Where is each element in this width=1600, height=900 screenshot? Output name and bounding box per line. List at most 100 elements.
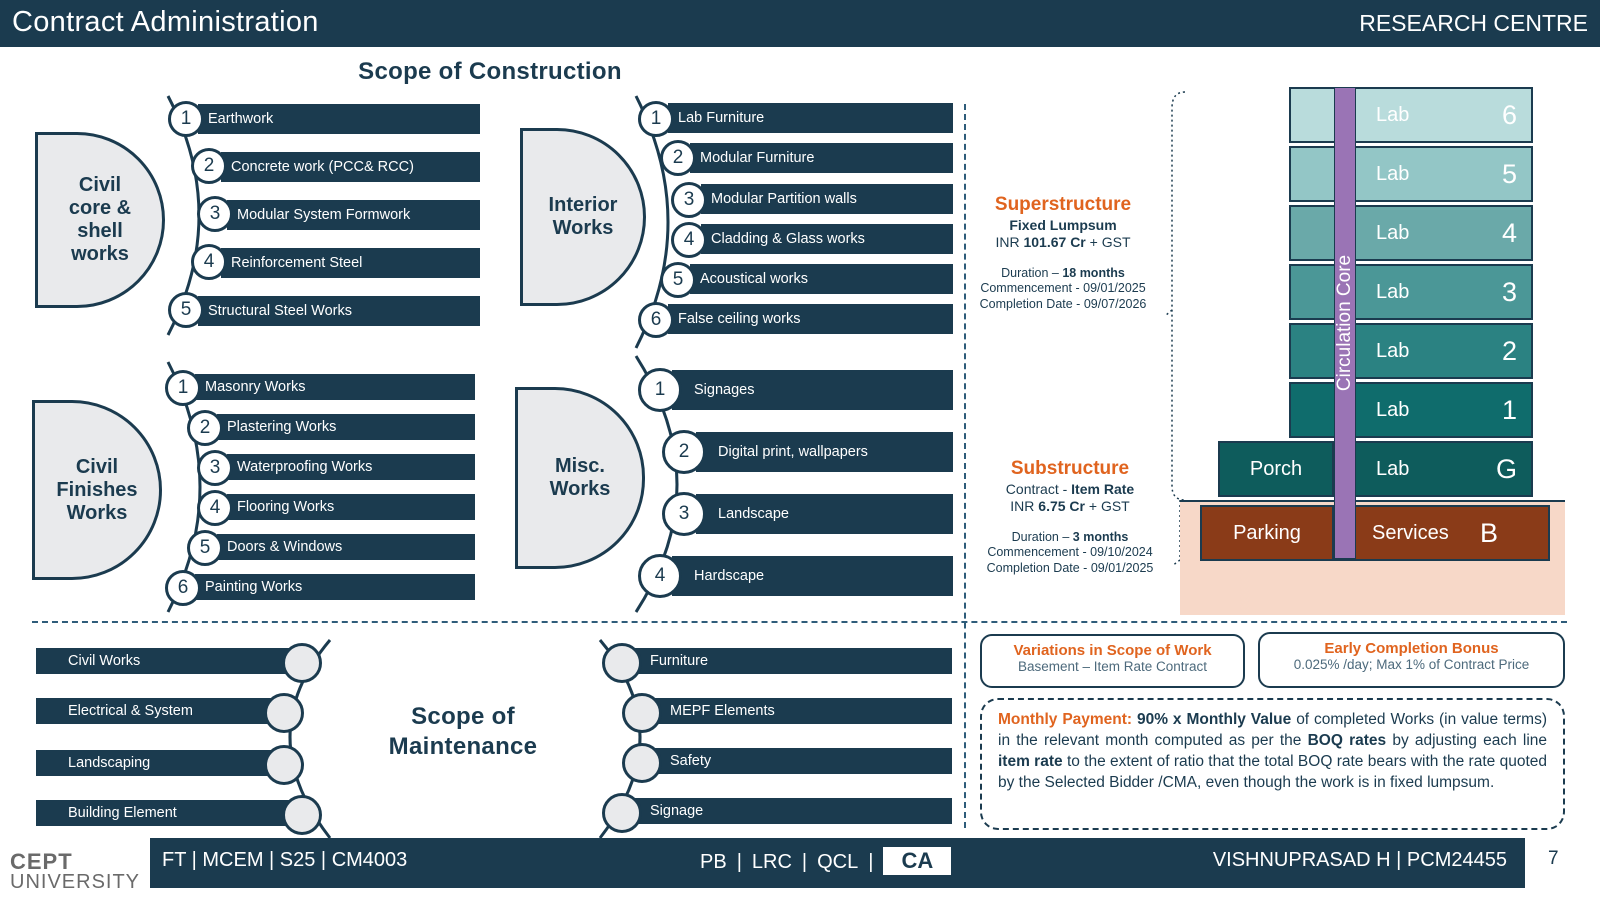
floor-label: Lab bbox=[1376, 280, 1410, 303]
divider bbox=[964, 104, 966, 828]
item-number: 1 bbox=[165, 370, 201, 406]
maintenance-item: Safety bbox=[640, 748, 952, 774]
variations-box: Variations in Scope of Work Basement – I… bbox=[980, 634, 1245, 688]
nav-ca-active[interactable]: CA bbox=[883, 847, 952, 875]
payment-text: to the extent of ratio that the total BO… bbox=[998, 752, 1547, 791]
header-right-label: RESEARCH CENTRE bbox=[1359, 10, 1588, 36]
floor-label: Lab bbox=[1376, 103, 1410, 126]
item-number: 2 bbox=[187, 410, 223, 446]
variations-text: Item Rate Contract bbox=[1093, 659, 1208, 674]
variations-head: Variations in Scope of Work bbox=[1013, 642, 1212, 659]
maintenance-marker bbox=[602, 643, 642, 683]
list-item: Doors & Windows bbox=[217, 534, 475, 560]
item-number: 5 bbox=[660, 262, 696, 298]
cept-logo: CEPT UNIVERSITY bbox=[10, 849, 141, 893]
maintenance-item: Civil Works bbox=[36, 648, 306, 674]
item-number: 3 bbox=[197, 450, 233, 486]
payment-bold: item rate bbox=[998, 752, 1063, 770]
circulation-core-label-wrap: Circulation Core bbox=[1334, 87, 1356, 559]
substructure-type: Item Rate bbox=[1071, 480, 1135, 497]
item-number: 5 bbox=[187, 530, 223, 566]
floor-level: G bbox=[1495, 453, 1517, 484]
nav-pb[interactable]: PB bbox=[700, 850, 727, 873]
floor-1: Lab 1 bbox=[1289, 382, 1533, 438]
payment-text: by adjusting each line bbox=[1386, 731, 1547, 749]
floor-level: B bbox=[1479, 517, 1498, 548]
list-item: Concrete work (PCC& RCC) bbox=[221, 152, 480, 182]
price-suffix: + GST bbox=[1084, 498, 1130, 515]
floor-label: Lab bbox=[1376, 339, 1410, 362]
floor-level: 4 bbox=[1501, 217, 1517, 248]
floor-level: 1 bbox=[1501, 394, 1517, 425]
payment-head: Monthly Payment: bbox=[998, 711, 1137, 728]
payment-text: of completed Works (in value terms) in t… bbox=[998, 711, 1547, 749]
list-item: Acoustical works bbox=[690, 264, 953, 294]
floor-label: Lab bbox=[1376, 457, 1410, 480]
floor-label: Lab bbox=[1376, 162, 1410, 185]
footer-nav: PB | LRC | QCL | CA bbox=[700, 847, 952, 875]
item-number: 3 bbox=[662, 492, 706, 536]
logo-bottom: UNIVERSITY bbox=[10, 870, 141, 893]
nav-sep: | bbox=[736, 850, 742, 873]
item-number: 4 bbox=[671, 222, 707, 258]
circulation-core bbox=[1334, 87, 1356, 559]
footer-author: VISHNUPRASAD H | PCM24455 bbox=[1212, 849, 1507, 871]
item-number: 3 bbox=[671, 182, 707, 218]
logo-top: CEPT bbox=[10, 849, 73, 874]
ground-line bbox=[1180, 500, 1565, 502]
list-item: Signages bbox=[672, 370, 953, 410]
footer-bar: FT | MCEM | S25 | CM4003 PB | LRC | QCL … bbox=[150, 838, 1525, 888]
floor-level: 2 bbox=[1501, 335, 1517, 366]
item-number: 2 bbox=[660, 140, 696, 176]
item-number: 3 bbox=[197, 196, 233, 232]
item-number: 2 bbox=[662, 430, 706, 474]
page-title: Contract Administration bbox=[12, 6, 319, 38]
list-item: Masonry Works bbox=[195, 374, 475, 400]
superstructure-head: Superstructure bbox=[994, 194, 1132, 215]
floor-4: Lab 4 bbox=[1289, 205, 1533, 261]
scope-maintenance-title: Scope of Maintenance bbox=[388, 703, 538, 760]
list-item: Earthwork bbox=[198, 104, 480, 134]
maintenance-marker bbox=[264, 745, 304, 785]
floor-label: Services bbox=[1372, 521, 1449, 544]
nav-sep: | bbox=[868, 850, 874, 873]
substructure-info: Substructure Contract - Item Rate INR 6.… bbox=[975, 457, 1165, 577]
list-item: Digital print, wallpapers bbox=[696, 432, 953, 472]
duration-label: Duration – bbox=[1001, 265, 1063, 280]
maintenance-marker bbox=[264, 693, 304, 733]
bonus-box: Early Completion Bonus 0.025% /day; Max … bbox=[1258, 632, 1565, 688]
maintenance-item: Electrical & System bbox=[36, 698, 286, 724]
nav-sep: | bbox=[801, 850, 808, 873]
substructure-completion: Completion Date - 09/01/2025 bbox=[986, 561, 1154, 575]
price-prefix: INR bbox=[995, 234, 1024, 251]
item-number: 5 bbox=[168, 292, 204, 328]
list-item: Lab Furniture bbox=[668, 103, 953, 133]
list-item: False ceiling works bbox=[668, 304, 953, 334]
maintenance-marker bbox=[602, 793, 642, 833]
nav-lrc[interactable]: LRC bbox=[751, 850, 792, 873]
list-item: Structural Steel Works bbox=[198, 296, 480, 326]
payment-bold: 90% x Monthly Value bbox=[1137, 711, 1292, 728]
floor-label: Lab bbox=[1376, 398, 1410, 421]
superstructure-info: Superstructure Fixed Lumpsum INR 101.67 … bbox=[968, 193, 1158, 313]
divider bbox=[32, 621, 1567, 623]
list-item: Painting Works bbox=[195, 574, 475, 600]
item-number: 2 bbox=[191, 148, 227, 184]
superstructure-price: 101.67 Cr bbox=[1023, 234, 1086, 251]
list-item: Hardscape bbox=[672, 556, 953, 596]
floor-label: Lab bbox=[1376, 221, 1410, 244]
maintenance-marker bbox=[622, 743, 662, 783]
substructure-duration: 3 months bbox=[1072, 529, 1129, 544]
nav-qcl[interactable]: QCL bbox=[817, 850, 859, 873]
contract-prefix: Contract - bbox=[1005, 480, 1072, 497]
maintenance-marker bbox=[282, 643, 322, 683]
duration-label: Duration – bbox=[1011, 529, 1073, 544]
maintenance-marker bbox=[622, 693, 662, 733]
list-item: Modular Furniture bbox=[690, 143, 953, 173]
item-number: 4 bbox=[191, 244, 227, 280]
item-number: 6 bbox=[638, 302, 674, 338]
group-misc-works: Misc. Works bbox=[515, 387, 645, 569]
